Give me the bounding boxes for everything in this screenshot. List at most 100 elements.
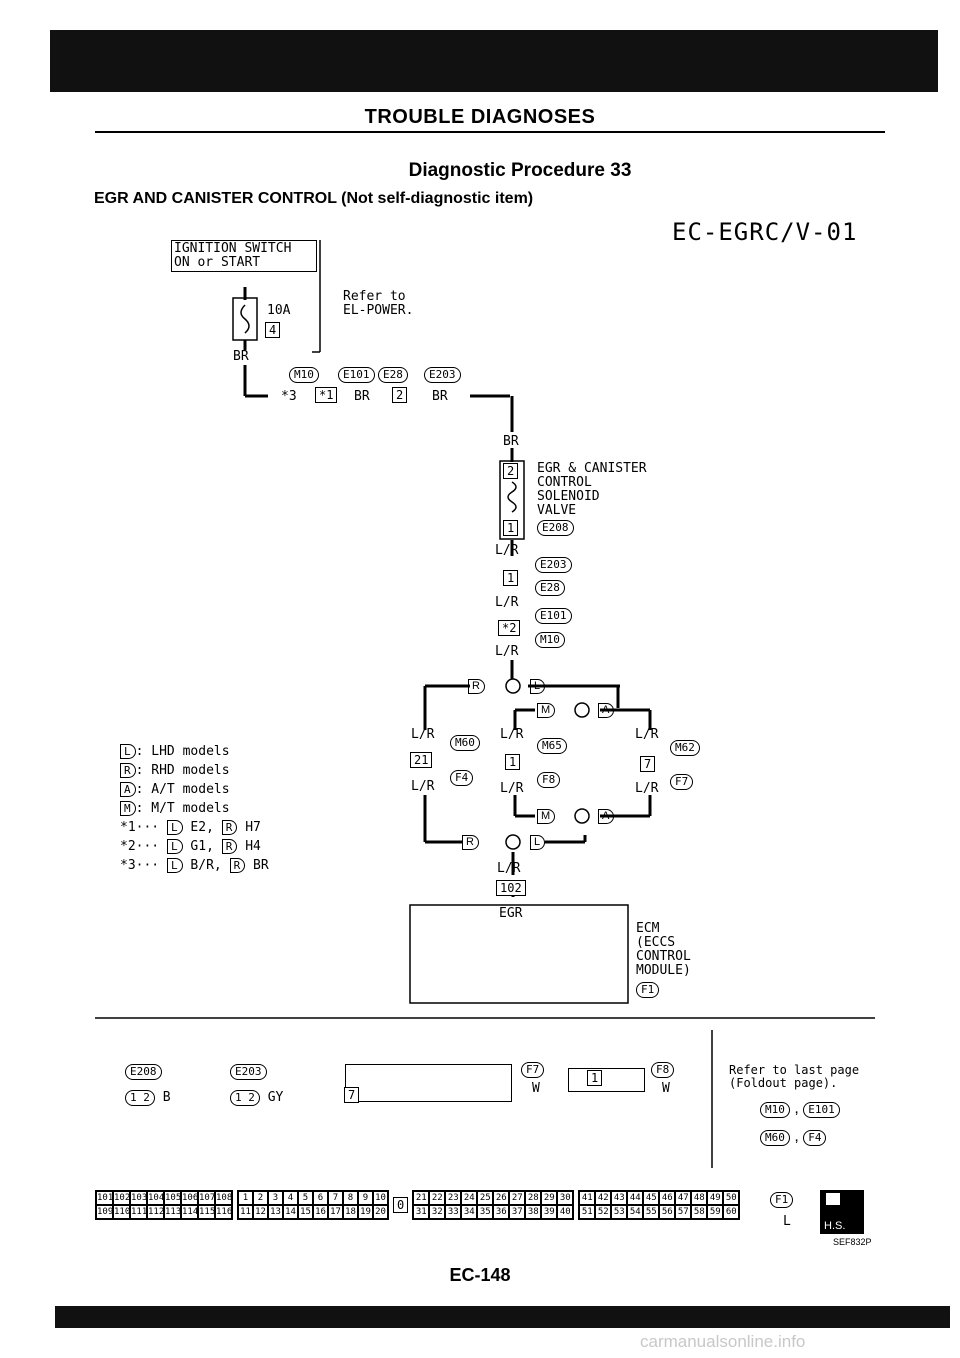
connector-view-e208: E208 1 2 B [125, 1062, 171, 1106]
ecm-pin-cell: 28 [525, 1191, 542, 1205]
ecm-connector-id: F1 [770, 1192, 794, 1208]
connector-view-f7-color: W [532, 1081, 540, 1096]
section-subtitle: EGR AND CANISTER CONTROL (Not self-diagn… [94, 190, 534, 207]
ecm-pin-cell: 23 [445, 1191, 462, 1205]
note-tag-r: R [229, 858, 246, 873]
ecm-pin-cell: 101 [96, 1191, 114, 1205]
page-title: TROUBLE DIAGNOSES [364, 106, 596, 128]
ecm-pin-cell: 37 [509, 1205, 526, 1219]
solenoid-label-3: SOLENOID [537, 489, 600, 504]
chain-pin-1: 1 [503, 570, 519, 586]
ecm-pin-cell: 31 [413, 1205, 430, 1219]
ecm-pin-cell: 38 [525, 1205, 542, 1219]
note-star: *2 [120, 839, 136, 854]
wire-color-br-2: BR [354, 389, 370, 404]
ecm-pin-cell: 17 [328, 1205, 343, 1219]
ecm-pin-cell: 50 [723, 1191, 740, 1205]
refer-foldout-connectors-1: M10 , E101 [760, 1100, 840, 1118]
solenoid-label: EGR & CANISTER CONTROL SOLENOID VALVE [537, 462, 647, 518]
ecm-pin-cell: 109 [96, 1205, 114, 1219]
note-r-value: H4 [245, 839, 261, 854]
connector-e28-tag: E28 [378, 367, 408, 383]
ecm-label-2: (ECCS [636, 935, 676, 950]
ecm-pin-cell: 3 [268, 1191, 283, 1205]
refer-foldout: Refer to last page (Foldout page). [729, 1064, 859, 1090]
ecm-pin-cell: 2 [253, 1191, 268, 1205]
ecm-pin-cell: 47 [675, 1191, 692, 1205]
ecm-pin-cell: 51 [579, 1205, 596, 1219]
ecm-pin-cell: 114 [181, 1205, 199, 1219]
ecm-pin-cell: 39 [541, 1205, 558, 1219]
connector-f8-tag: F8 [537, 772, 561, 788]
refer-power-line2: EL-POWER. [343, 303, 414, 318]
ecm-pin-cell: 25 [477, 1191, 494, 1205]
ecm-pin-cell: 110 [113, 1205, 131, 1219]
hs-connector-icon [826, 1193, 840, 1205]
ecm-pin-cell: 104 [147, 1191, 165, 1205]
note-l-value: B/R [190, 858, 214, 873]
ecm-pin-cell: 33 [445, 1205, 462, 1219]
refer-conn-f4: F4 [803, 1130, 827, 1146]
legend-row: A: A/T models [120, 780, 269, 799]
ignition-switch-label: IGNITION SWITCH [174, 241, 292, 256]
ecm-pin-cell: 27 [509, 1191, 526, 1205]
pin-2: 2 [392, 387, 408, 403]
branch2-color-top: L/R [500, 727, 524, 742]
ignition-switch-state: ON or START [174, 255, 261, 270]
legend-text-a: : A/T models [135, 782, 230, 797]
connector-view-e203-pins: 1 2 [230, 1090, 260, 1106]
refer-power-line1: Refer to [343, 289, 406, 304]
note-l-value: E2 [190, 820, 207, 835]
note-row: *3··· L B/R, R BR [120, 858, 269, 873]
ecm-pin-cell: 22 [429, 1191, 446, 1205]
note-r-value: H7 [245, 820, 261, 835]
ecm-pin-cell: 18 [343, 1205, 358, 1219]
ecm-pin-cell: 58 [691, 1205, 708, 1219]
ecm-pin-cell: 56 [659, 1205, 676, 1219]
top-black-bar [50, 30, 938, 92]
ecm-pin-cell: 113 [164, 1205, 182, 1219]
merge-tag-m: M [537, 809, 556, 824]
ecm-label-3: CONTROL [636, 949, 691, 964]
connector-e203-chain: E203 [535, 557, 572, 573]
ecm-pin-cell: 4 [283, 1191, 298, 1205]
wire-color-br: BR [233, 349, 249, 364]
ecm-pin-cell: 45 [643, 1191, 660, 1205]
bottom-black-bar [55, 1306, 950, 1328]
connector-view-f8-id: F8 [651, 1062, 675, 1078]
ecm-label-4: MODULE) [636, 963, 691, 978]
split-tag-a: A [598, 703, 615, 718]
refer-power: Refer to EL-POWER. [343, 290, 413, 318]
legend-tag-m: M [120, 801, 136, 816]
note-tag-r: R [221, 839, 238, 854]
fuse-rating: 10A [267, 303, 291, 318]
ecm-pin-cell: 103 [130, 1191, 148, 1205]
ecm-pin-cell: 8 [343, 1191, 358, 1205]
connector-m10-tag: M10 [289, 367, 319, 383]
legend-text-l: : LHD models [135, 744, 230, 759]
ecm-pin-cell: 5 [298, 1191, 313, 1205]
merge-tag-a: A [598, 809, 615, 824]
note-star: *1 [120, 820, 136, 835]
ecm-pin-cell: 46 [659, 1191, 676, 1205]
note-tag-l: L [166, 820, 183, 835]
ecm-pin-cell: 21 [413, 1191, 430, 1205]
ecm-pin-cell: 20 [373, 1205, 388, 1219]
page-number: EC-148 [449, 1265, 511, 1285]
connector-view-f8-color: W [662, 1081, 670, 1096]
ecm-pin-cell: 13 [268, 1205, 283, 1219]
connector-e208-tag: E208 [537, 520, 574, 536]
connector-e203-tag: E203 [424, 367, 461, 383]
ecm-pin-cell: 59 [707, 1205, 724, 1219]
diagram-code: EC-EGRC/V-01 [672, 218, 858, 246]
ecm-pin-cell: 53 [611, 1205, 628, 1219]
ecm-connector-center: 0 [393, 1197, 409, 1213]
solenoid-wire-color: BR [503, 434, 519, 449]
ecm-pin-cell: 14 [283, 1205, 298, 1219]
ecm-pin-cell: 48 [691, 1191, 708, 1205]
legend-text-r: : RHD models [135, 763, 230, 778]
ecm-pin-cell: 108 [215, 1191, 233, 1205]
ecm-pin-cell: 111 [130, 1205, 148, 1219]
